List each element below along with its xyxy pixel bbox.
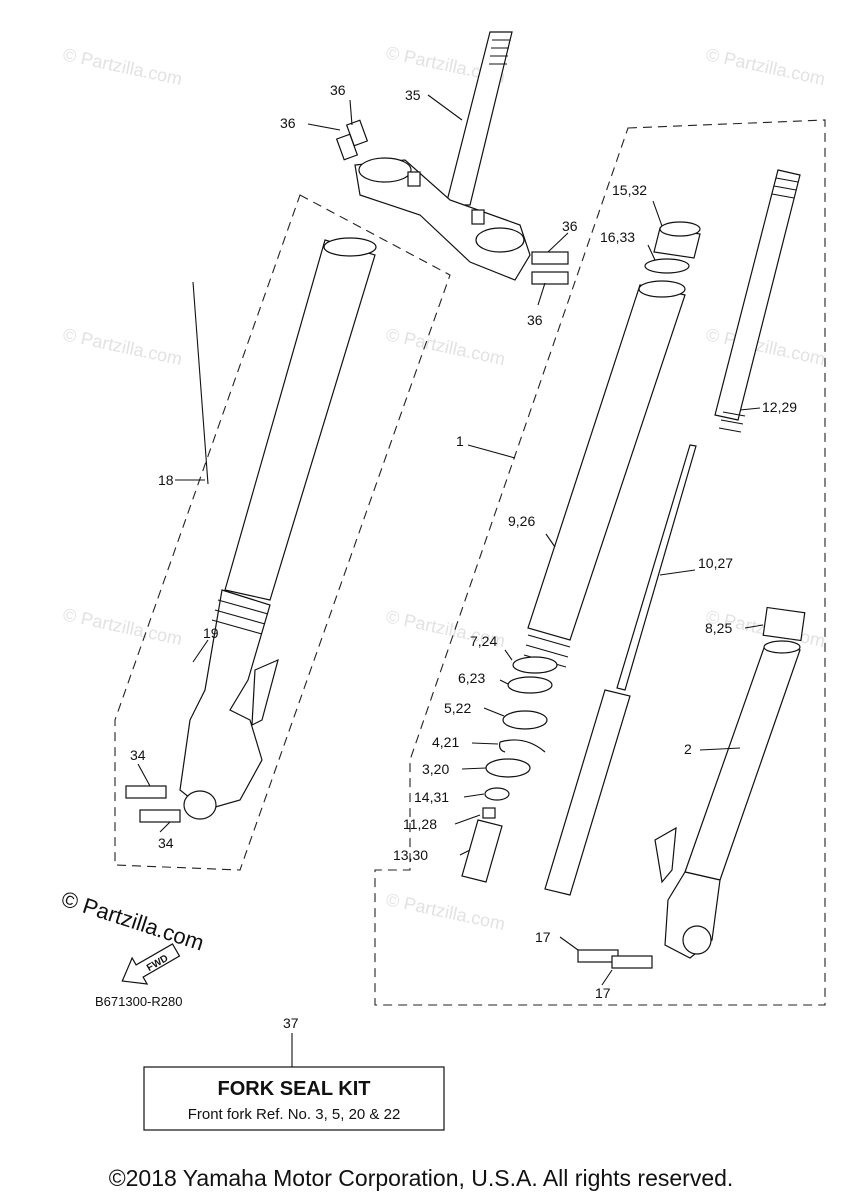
pin-11[interactable]	[482, 807, 496, 819]
leader-lines	[137, 94, 764, 1067]
kit-description: Front fork Ref. No. 3, 5, 20 & 22	[188, 1106, 401, 1123]
outer-tube	[179, 589, 271, 811]
watermark: © Partzilla.com	[384, 889, 507, 934]
axle-bolt-17[interactable]	[611, 955, 653, 969]
caliper-mount	[251, 658, 279, 726]
watermark: © Partzilla.com	[704, 324, 827, 369]
collar-13[interactable]	[461, 819, 503, 883]
inner-tube	[224, 239, 376, 601]
callout-13-30: 13,30	[393, 847, 428, 863]
partzilla-watermark: © Partzilla.com	[58, 886, 207, 956]
watermark: © Partzilla.com	[61, 324, 184, 369]
bushing-6[interactable]	[507, 676, 553, 694]
bolt-36-group	[335, 119, 569, 285]
cap-bolt-15[interactable]	[653, 221, 701, 259]
copyright: ©2018 Yamaha Motor Corporation, U.S.A. A…	[109, 1165, 734, 1191]
callout-labels: 35 36 36 36 36 15,32 16,33 12,29 1 18 9,…	[130, 82, 797, 1031]
slide-bushing-8[interactable]	[762, 606, 806, 642]
group-boundary-fork-assembly-1	[374, 119, 826, 1006]
clip-4[interactable]	[498, 739, 546, 753]
callout-34: 34	[158, 835, 174, 851]
watermark: © Partzilla.com	[61, 604, 184, 649]
fwd-arrow: FWD	[121, 943, 181, 985]
callout-1: 1	[456, 433, 464, 449]
o-ring-16[interactable]	[644, 258, 690, 274]
callout-37: 37	[283, 1015, 299, 1031]
callout-36: 36	[562, 218, 578, 234]
fork-seal-kit-box[interactable]: FORK SEAL KIT Front fork Ref. No. 3, 5, …	[143, 1066, 445, 1131]
callout-9-26: 9,26	[508, 513, 535, 529]
callout-12-29: 12,29	[762, 399, 797, 415]
fork-assembly-left-18[interactable]	[179, 237, 377, 820]
callout-17: 17	[535, 929, 551, 945]
callout-10-27: 10,27	[698, 555, 733, 571]
callout-18: 18	[158, 472, 174, 488]
dust-seal-3[interactable]	[485, 758, 531, 778]
nut-14[interactable]	[484, 787, 510, 801]
bracket-clamp-right	[475, 227, 525, 253]
bracket-clamp-left	[358, 157, 412, 183]
callout-16-33: 16,33	[600, 229, 635, 245]
outer-tube-2[interactable]	[684, 644, 801, 881]
bolt[interactable]	[335, 133, 359, 161]
callout-36: 36	[527, 312, 543, 328]
steering-stem	[445, 31, 513, 206]
group-boundary-fork-assembly-18	[114, 194, 451, 871]
kit-title: FORK SEAL KIT	[218, 1078, 371, 1100]
under-bracket-35[interactable]	[354, 31, 531, 281]
callout-36: 36	[280, 115, 296, 131]
washer-7[interactable]	[512, 656, 558, 674]
watermark: © Partzilla.com	[384, 324, 507, 369]
callout-8-25: 8,25	[705, 620, 732, 636]
bolt[interactable]	[531, 271, 569, 285]
callout-7-24: 7,24	[470, 633, 497, 649]
callout-14-31: 14,31	[414, 789, 449, 805]
callout-6-23: 6,23	[458, 670, 485, 686]
watermark: © Partzilla.com	[704, 44, 827, 89]
oil-seal-5[interactable]	[502, 710, 548, 730]
fork-spring-12[interactable]	[714, 169, 801, 421]
callout-34: 34	[130, 747, 146, 763]
axle-bolt-34[interactable]	[139, 809, 181, 823]
callout-11-28: 11,28	[403, 816, 437, 832]
damper-cylinder[interactable]	[544, 689, 631, 896]
kit-box-frame	[143, 1066, 445, 1131]
axle-bolt-34[interactable]	[125, 785, 167, 799]
callout-19: 19	[203, 625, 219, 641]
callout-5-22: 5,22	[444, 700, 471, 716]
callout-3-20: 3,20	[422, 761, 449, 777]
bolt[interactable]	[531, 251, 569, 265]
callout-4-21: 4,21	[432, 734, 459, 750]
callout-2: 2	[684, 741, 692, 757]
callout-17: 17	[595, 985, 611, 1001]
damper-rod-10[interactable]	[616, 444, 697, 691]
diagram-code: B671300-R280	[95, 994, 182, 1009]
callout-35: 35	[405, 87, 421, 103]
watermark: © Partzilla.com	[61, 44, 184, 89]
callout-15-32: 15,32	[612, 182, 647, 198]
fwd-arrow-icon	[121, 943, 181, 985]
callout-36: 36	[330, 82, 346, 98]
fwd-label: FWD	[145, 953, 170, 974]
inner-tube-9[interactable]	[527, 284, 686, 641]
